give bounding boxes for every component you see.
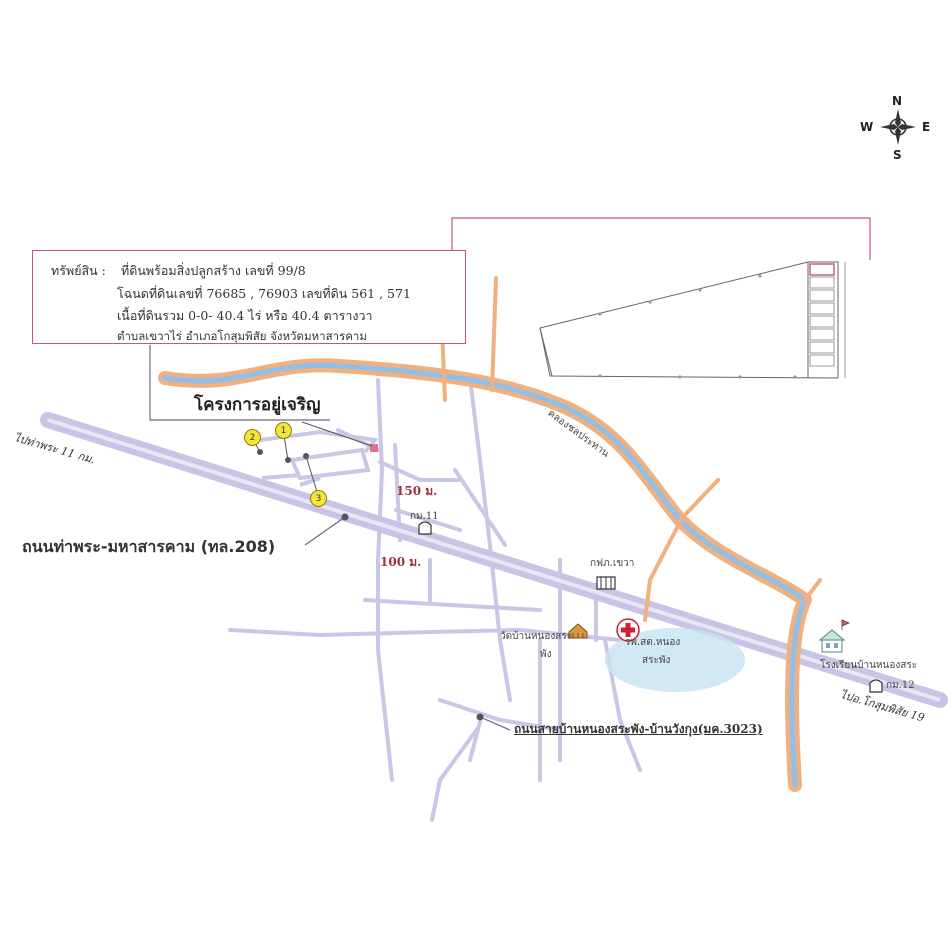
property-line-4: ตำบลเขวาไร่ อำเภอโกสุมพิสัย จังหวัดมหาสา… xyxy=(117,329,367,343)
project-title: โครงการอยู่เจริญ xyxy=(194,395,321,415)
pin-marker: 2 xyxy=(244,429,261,446)
temple-label-2: พัง xyxy=(540,649,552,660)
compass-east-label: E xyxy=(922,120,931,134)
kfd-label: กฟภ.เขวา xyxy=(590,558,635,569)
property-info-box: ทรัพย์สิน : ที่ดินพร้อมสิ่งปลูกสร้าง เลข… xyxy=(32,250,466,344)
irrigation-canal xyxy=(158,358,812,792)
property-line-1: ที่ดินพร้อมสิ่งปลูกสร้าง เลขที่ 99/8 xyxy=(121,263,306,278)
km11-label: กม.11 xyxy=(410,511,439,522)
pond xyxy=(605,628,745,692)
hospital-label-2: สระพัง xyxy=(642,655,671,666)
temple-icon xyxy=(568,623,588,639)
distance-150-label: 150 ม. xyxy=(396,484,438,498)
compass-icon xyxy=(880,109,916,145)
main-road-label: ถนนท่าพระ-มหาสารคาม (ทล.208) xyxy=(22,537,276,556)
secondary-road-label: ถนนสายบ้านหนองสระพัง-บ้านวังกุง(มค.3023) xyxy=(514,722,763,736)
pin-marker: 1 xyxy=(275,422,292,439)
compass-north-label: N xyxy=(892,94,903,108)
km12-label: กม.12 xyxy=(886,680,915,691)
property-line-2: โฉนดที่ดินเลขที่ 76685 , 76903 เลขที่ดิน… xyxy=(117,286,411,301)
compass-west-label: W xyxy=(860,120,874,134)
school-label: โรงเรียนบ้านหนองสระ xyxy=(820,660,918,671)
local-roads xyxy=(228,376,642,822)
compass-south-label: S xyxy=(893,148,902,162)
plot-plan xyxy=(539,261,846,379)
property-label: ทรัพย์สิน : xyxy=(51,263,106,278)
temple-label: วัดบ้านหนองสระ xyxy=(500,631,573,642)
school-icon xyxy=(818,619,851,653)
hospital-icon xyxy=(616,618,640,642)
pin-marker: 3 xyxy=(310,490,327,507)
km12-marker-icon xyxy=(869,679,883,693)
hospital-label: รพ.สต.หนอง xyxy=(625,637,681,648)
property-line-3: เนื้อที่ดินรวม 0-0- 40.4 ไร่ หรือ 40.4 ต… xyxy=(117,308,373,323)
km11-marker-icon xyxy=(418,521,432,535)
project-marker-icon xyxy=(370,444,378,452)
building-icon xyxy=(596,576,616,590)
distance-100-label: 100 ม. xyxy=(380,555,422,569)
